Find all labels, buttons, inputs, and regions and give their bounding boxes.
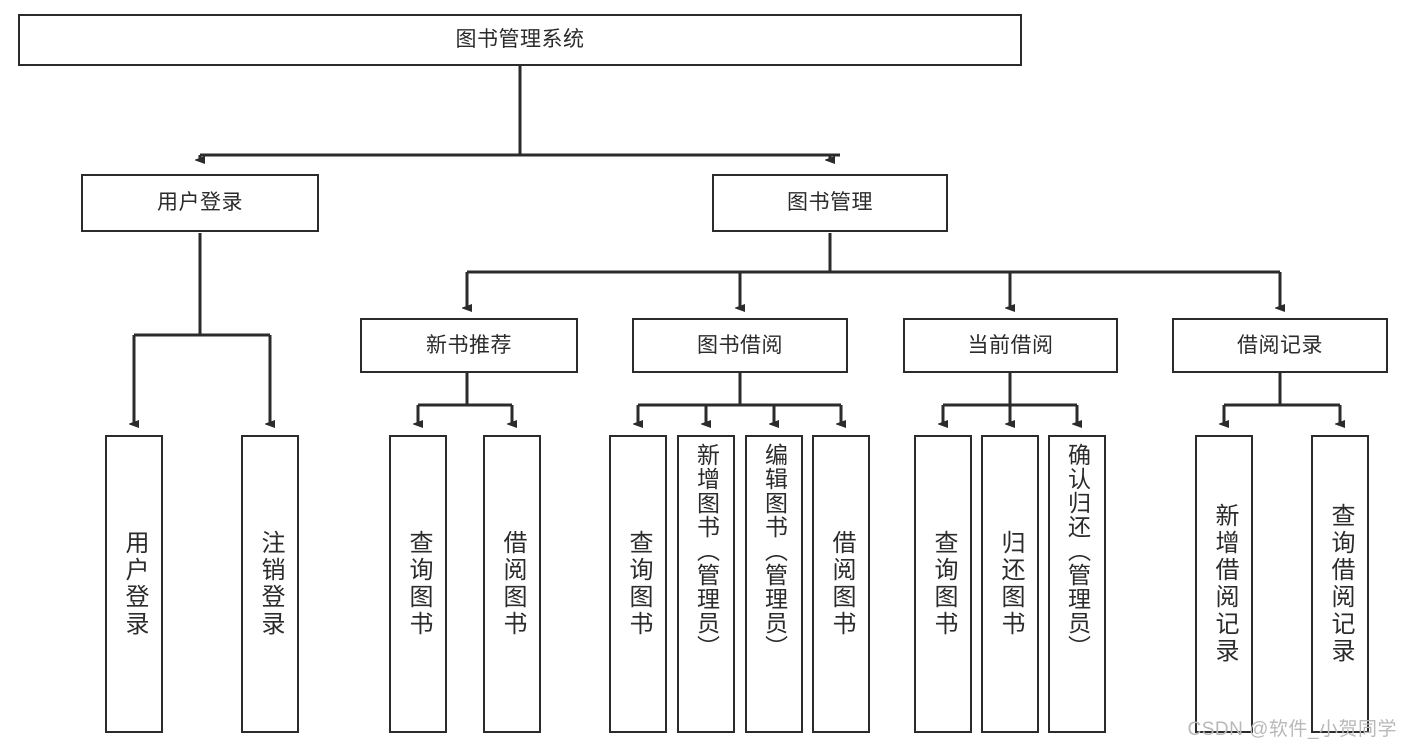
watermark-text: CSDN @软件_小贺同学 [1187, 719, 1397, 740]
node-label: 借阅图书 [828, 530, 855, 638]
node-label: 查询图书 [405, 530, 432, 638]
node-label: 注销登录 [257, 530, 284, 638]
node-book-management[interactable]: 图书管理 [712, 174, 948, 232]
node-label: 当前借阅 [967, 333, 1054, 357]
node-borrow-record[interactable]: 借阅记录 [1172, 318, 1388, 373]
node-label: 图书管理 [787, 191, 873, 215]
node-label: 借阅图书 [499, 530, 526, 638]
node-label: 查询图书 [930, 530, 957, 638]
node-current-borrow[interactable]: 当前借阅 [903, 318, 1118, 373]
node-label: 用户登录 [121, 530, 148, 638]
leaf-new-book-borrow[interactable]: 借阅图书 [483, 435, 541, 733]
leaf-book-borrow-query[interactable]: 查询图书 [609, 435, 667, 733]
leaf-user-login-logout[interactable]: 注销登录 [241, 435, 299, 733]
leaf-book-borrow-borrow[interactable]: 借阅图书 [812, 435, 870, 733]
node-label: 图书管理系统 [455, 28, 585, 52]
leaf-user-login-login[interactable]: 用户登录 [105, 435, 163, 733]
leaf-borrow-record-add[interactable]: 新增借阅记录 [1195, 435, 1253, 733]
node-label: 新增借阅记录 [1211, 503, 1238, 665]
leaf-current-borrow-confirm[interactable]: 确认归还（管理员） [1048, 435, 1106, 733]
node-label: 图书借阅 [697, 333, 783, 357]
node-book-borrow[interactable]: 图书借阅 [632, 318, 848, 373]
leaf-current-borrow-return[interactable]: 归还图书 [981, 435, 1039, 733]
leaf-book-borrow-edit[interactable]: 编辑图书（管理员） [745, 435, 803, 733]
node-label: 查询借阅记录 [1327, 503, 1354, 665]
node-label: 新增图书（管理员） [693, 443, 720, 659]
node-label: 归还图书 [997, 530, 1024, 638]
leaf-new-book-query[interactable]: 查询图书 [389, 435, 447, 733]
node-root-system[interactable]: 图书管理系统 [18, 14, 1022, 66]
leaf-book-borrow-add[interactable]: 新增图书（管理员） [677, 435, 735, 733]
leaf-current-borrow-query[interactable]: 查询图书 [914, 435, 972, 733]
node-user-login[interactable]: 用户登录 [81, 174, 319, 232]
node-label: 查询图书 [625, 530, 652, 638]
node-label: 借阅记录 [1237, 333, 1323, 357]
node-label: 确认归还（管理员） [1064, 443, 1091, 659]
node-new-book-recommend[interactable]: 新书推荐 [360, 318, 578, 373]
leaf-borrow-record-query[interactable]: 查询借阅记录 [1311, 435, 1369, 733]
node-label: 新书推荐 [426, 333, 512, 357]
node-label: 用户登录 [157, 191, 243, 215]
node-label: 编辑图书（管理员） [761, 443, 788, 659]
